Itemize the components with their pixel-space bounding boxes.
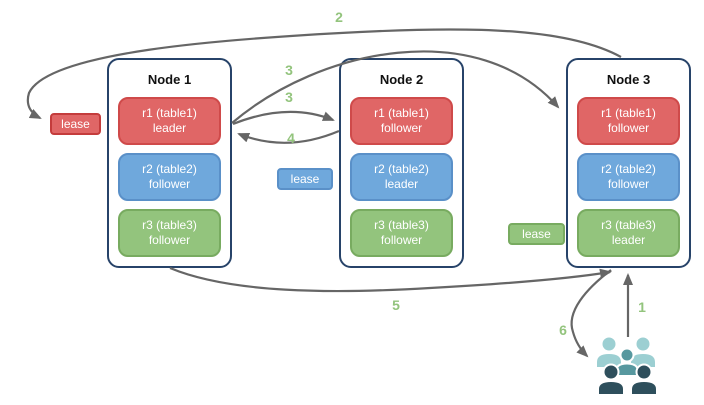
step-label-6: 6 [559, 322, 567, 338]
node-3: Node 3 r1 (table1) follower r2 (table2) … [566, 58, 691, 268]
node-1-replica-r1: r1 (table1) leader [118, 97, 221, 145]
replica-name: r2 (table2) [374, 162, 429, 176]
replica-name: r1 (table1) [601, 106, 656, 120]
replica-name: r3 (table3) [601, 218, 656, 232]
lease-badge-table1: lease [50, 113, 101, 135]
replica-role: follower [607, 177, 650, 191]
step-label-3b: 3 [285, 89, 293, 105]
node-1-replica-r3: r3 (table3) follower [118, 209, 221, 257]
node-2-replica-r3: r3 (table3) follower [350, 209, 453, 257]
replica-name: r1 (table1) [374, 106, 429, 120]
node-2: Node 2 r1 (table1) follower r2 (table2) … [339, 58, 464, 268]
node-2-replica-r1: r1 (table1) follower [350, 97, 453, 145]
step-label-3a: 3 [285, 62, 293, 78]
replica-role: follower [607, 121, 650, 135]
lease-badge-table3: lease [508, 223, 565, 245]
lease-badge-table2: lease [277, 168, 333, 190]
step-label-4: 4 [287, 130, 295, 146]
replica-role: follower [148, 177, 191, 191]
replica-name: r1 (table1) [142, 106, 197, 120]
replica-name: r3 (table3) [142, 218, 197, 232]
node-1-replica-r2: r2 (table2) follower [118, 153, 221, 201]
replica-name: r2 (table2) [601, 162, 656, 176]
node-3-replica-r2: r2 (table2) follower [577, 153, 680, 201]
replica-name: r2 (table2) [142, 162, 197, 176]
step-label-1: 1 [638, 299, 646, 315]
arrow-step-5-node1-to-node3 [169, 266, 612, 293]
node-3-replica-r1: r1 (table1) follower [577, 97, 680, 145]
replica-role: leader [611, 233, 646, 247]
node-3-title: Node 3 [606, 72, 651, 87]
step-label-5: 5 [392, 297, 400, 313]
arrow-step-3-leader-to-node2-follower [232, 110, 335, 126]
replica-role: leader [384, 177, 419, 191]
node-2-title: Node 2 [379, 72, 424, 87]
replica-role: follower [380, 233, 423, 247]
replica-role: follower [380, 121, 423, 135]
node-1: Node 1 r1 (table1) leader r2 (table2) fo… [107, 58, 232, 268]
users-group-icon [595, 335, 658, 396]
node-3-replica-r3: r3 (table3) leader [577, 209, 680, 257]
replica-name: r3 (table3) [374, 218, 429, 232]
step-label-2: 2 [335, 9, 343, 25]
node-1-title: Node 1 [147, 72, 192, 87]
replica-role: leader [152, 121, 187, 135]
node-2-replica-r2: r2 (table2) leader [350, 153, 453, 201]
replica-role: follower [148, 233, 191, 247]
